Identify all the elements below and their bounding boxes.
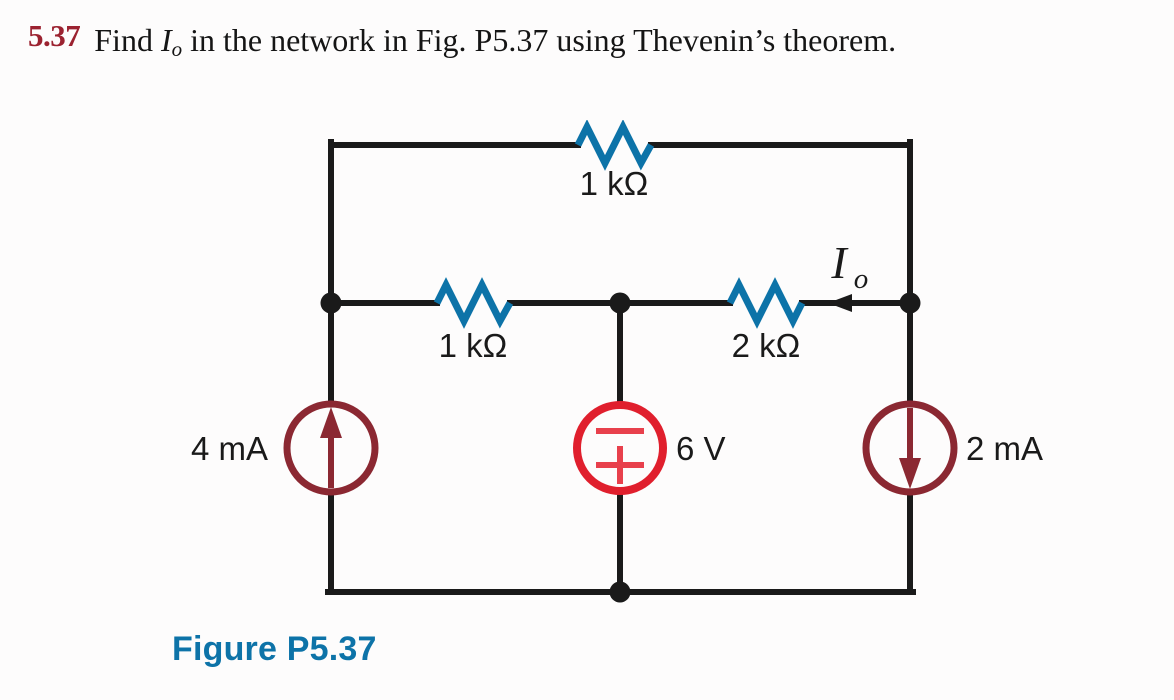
- node-dot-center-bottom: [609, 581, 631, 603]
- problem-text-after: in the network in Fig. P5.37 using Theve…: [182, 22, 897, 58]
- problem-statement: 5.37 Find Io in the network in Fig. P5.37…: [28, 18, 1158, 65]
- io-arrow-icon: [828, 294, 852, 312]
- current-symbol-sub: o: [171, 37, 183, 61]
- circuit-svg: 1 kΩ 1 kΩ 2 kΩ 4 mA 6 V 2 mA I o: [191, 120, 1043, 603]
- node-dot-right-mid: [899, 292, 921, 314]
- node-dot-left-mid: [320, 292, 342, 314]
- resistor-top-label: 1 kΩ: [580, 165, 649, 202]
- current-source-left-label: 4 mA: [191, 430, 268, 467]
- circuit-wires: [325, 139, 916, 595]
- voltage-source-middle-label: 6 V: [676, 430, 726, 467]
- figure-caption: Figure P5.37: [172, 630, 377, 668]
- problem-text-before: Find: [94, 22, 161, 58]
- circuit-junction-dots: [320, 292, 921, 603]
- current-symbol-main: I: [160, 22, 172, 58]
- current-source-right-label: 2 mA: [966, 430, 1043, 467]
- node-dot-center-mid: [609, 292, 631, 314]
- resistor-top-symbol: [574, 120, 655, 171]
- circuit-labels: 1 kΩ 1 kΩ 2 kΩ 4 mA 6 V 2 mA: [191, 165, 1043, 467]
- problem-text: Find Io in the network in Fig. P5.37 usi…: [94, 18, 1114, 65]
- voltage-source-middle-symbol: [573, 401, 667, 495]
- io-symbol-sub: o: [854, 263, 869, 295]
- io-current-label: I o: [830, 237, 868, 295]
- current-source-left-symbol: [283, 400, 379, 496]
- resistor-middle-left-label: 1 kΩ: [439, 327, 508, 364]
- current-source-right-symbol: [862, 400, 958, 496]
- resistor-middle-right-symbol: [726, 277, 806, 329]
- io-symbol-main: I: [830, 237, 849, 288]
- resistor-middle-left-symbol: [433, 277, 514, 329]
- resistor-middle-right-label: 2 kΩ: [732, 327, 801, 364]
- circuit-diagram: 1 kΩ 1 kΩ 2 kΩ 4 mA 6 V 2 mA I o: [0, 120, 1174, 620]
- problem-number: 5.37: [28, 18, 81, 53]
